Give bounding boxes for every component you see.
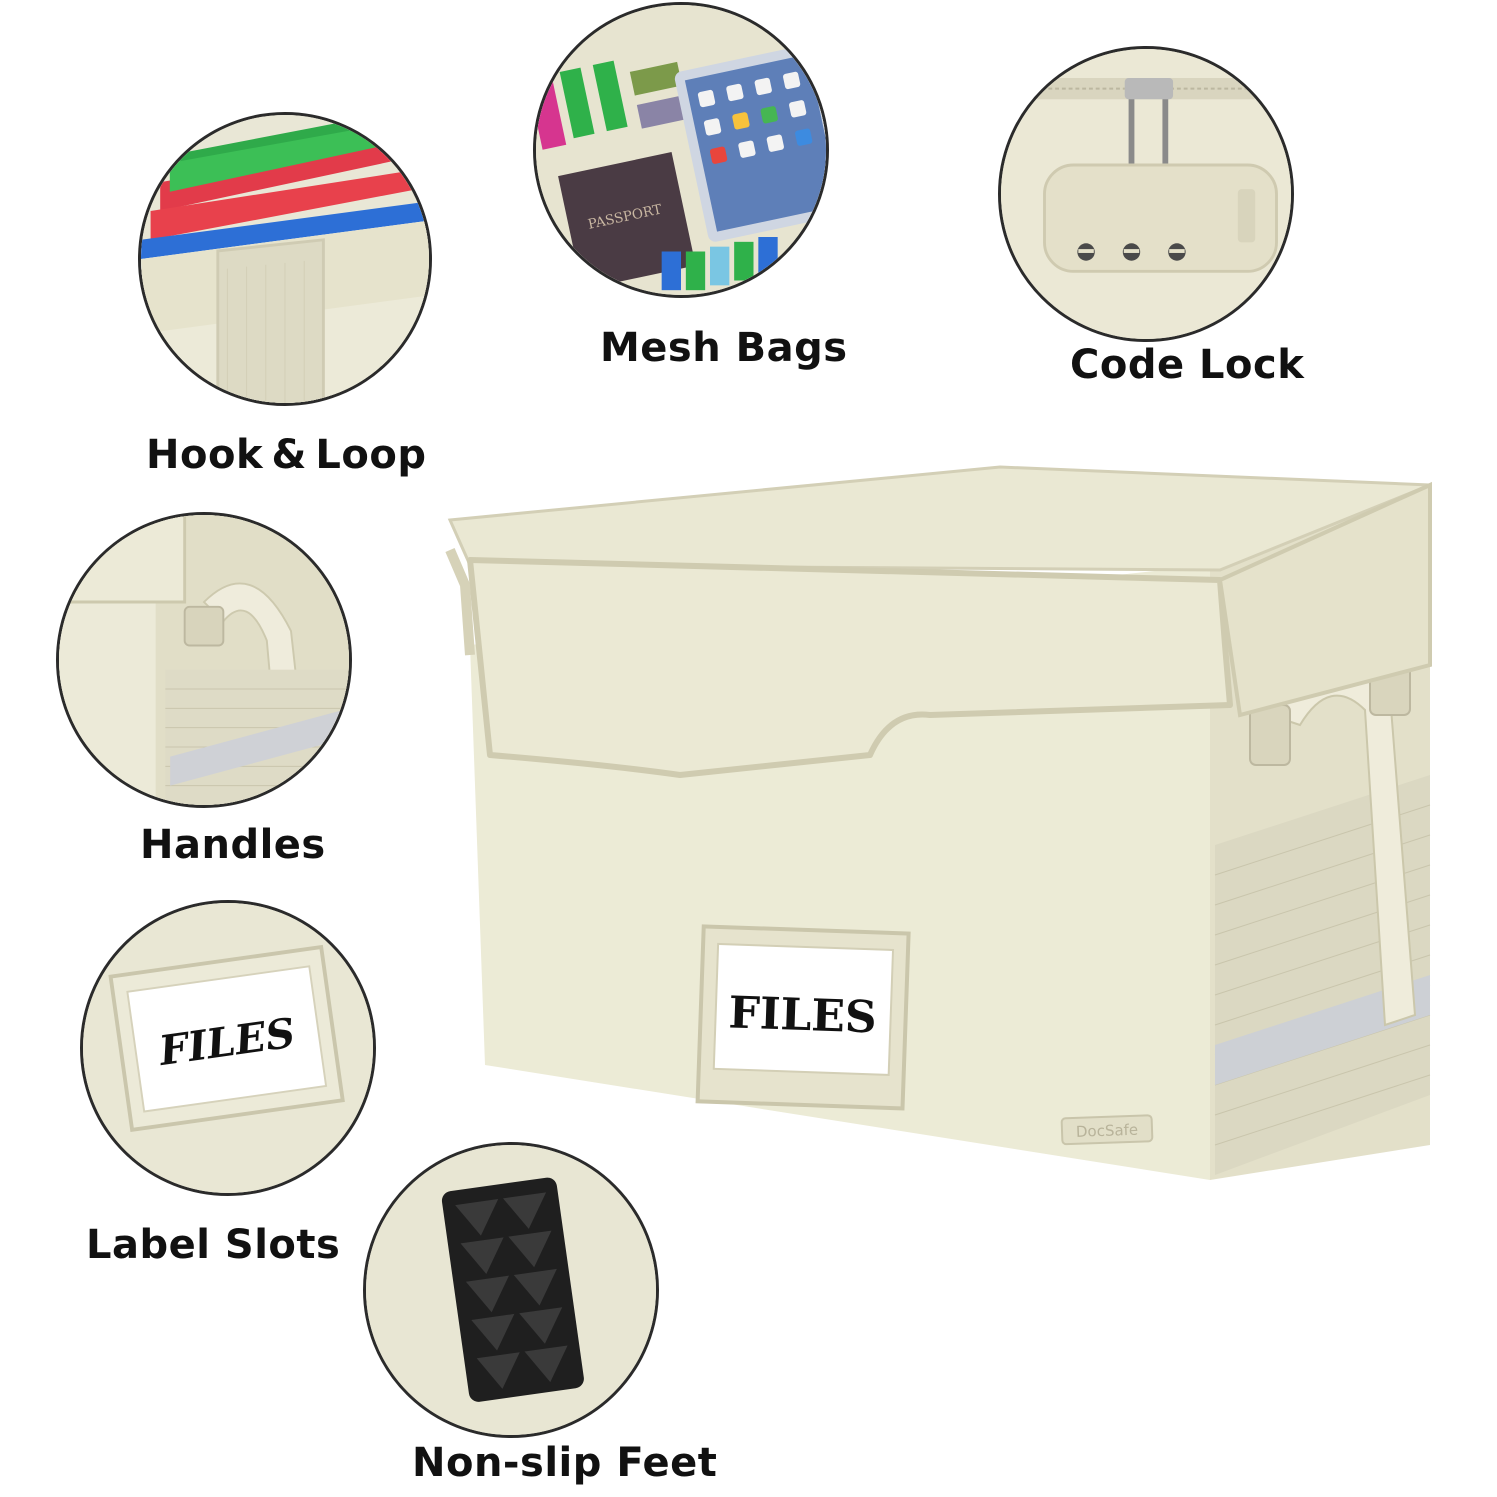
- code-lock-label: Code Lock: [1070, 342, 1305, 388]
- non-slip-feet-circle: [363, 1142, 659, 1438]
- file-box-product: FILES DocSafe: [430, 455, 1490, 1195]
- front-label-text: FILES: [728, 987, 878, 1043]
- non-slip-feet-label: Non-slip Feet: [412, 1440, 718, 1486]
- mesh-bags-closeup-icon: PASSPORT: [536, 5, 826, 295]
- file-box-illustration: FILES DocSafe: [445, 465, 1432, 1180]
- handles-closeup-icon: [59, 515, 349, 805]
- hook-loop-circle: [138, 112, 432, 406]
- code-lock-circle: [998, 46, 1294, 342]
- non-slip-feet-closeup-icon: [366, 1145, 656, 1435]
- mesh-bags-label: Mesh Bags: [600, 325, 848, 371]
- code-lock-closeup-icon: [1001, 49, 1291, 339]
- label-slots-circle: FILES: [80, 900, 376, 1196]
- hook-loop-closeup-icon: [141, 115, 429, 403]
- hook-loop-label: Hook & Loop: [146, 432, 427, 478]
- handles-label: Handles: [140, 822, 326, 868]
- label-slot-closeup-icon: FILES: [83, 903, 373, 1193]
- handles-circle: [56, 512, 352, 808]
- brand-tag-text: DocSafe: [1076, 1121, 1139, 1141]
- label-slots-label: Label Slots: [86, 1222, 341, 1268]
- mesh-bags-circle: PASSPORT: [533, 2, 829, 298]
